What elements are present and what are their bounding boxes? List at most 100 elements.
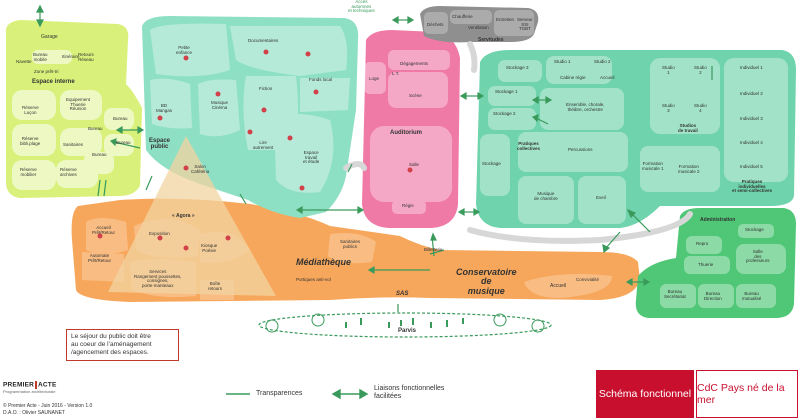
rooms-auditorium bbox=[364, 50, 452, 214]
label-salle-professeurs: Salle des professeurs bbox=[746, 249, 770, 264]
label-reserve-mobilier: Réserve mobilier bbox=[20, 167, 37, 177]
label-lire-autrement: Lire autrement bbox=[253, 140, 274, 150]
label-reserve-biblio: Réserve bibli.plage bbox=[20, 136, 41, 146]
label-musique-cinema: Musique Cinéma bbox=[211, 100, 229, 110]
label-studio-a: Studio 1 bbox=[662, 65, 675, 75]
label-automate: Automate Prêt/Retour bbox=[88, 253, 112, 263]
label-ensemble: Ensemble, chorale, théâtre, orchestre bbox=[566, 102, 605, 112]
label-bureau-mobile: Bureau mobile bbox=[33, 52, 48, 62]
label-billetterie: Billetterie bbox=[424, 247, 443, 252]
logo-right: ACTE bbox=[38, 381, 57, 389]
transparence-marks bbox=[97, 163, 445, 255]
label-bureau-direction: Bureau Direction bbox=[704, 291, 722, 301]
label-reserve-archives: Réserve archives bbox=[60, 167, 77, 177]
schema-title: Schéma fonctionnel bbox=[598, 388, 692, 400]
label-individuel-1: Individuel 1 bbox=[740, 65, 763, 70]
label-sas: SAS bbox=[396, 291, 409, 297]
label-fiction: Fiction bbox=[259, 86, 273, 91]
label-reserve-lucon: Réserve Luçon bbox=[22, 105, 39, 115]
label-studio-c: Studio 3 bbox=[662, 103, 675, 113]
conservatoire-title: Conservatoire de musique bbox=[456, 267, 517, 296]
label-stockage-pole: Stockage bbox=[482, 161, 501, 166]
label-pratiques-individuelles: Pratiques individuelles et semi-collecti… bbox=[732, 179, 773, 194]
client-title: CdC Pays né de la mer bbox=[697, 382, 785, 406]
servitudes-title: Servitudes bbox=[478, 37, 504, 43]
label-regie: Régie bbox=[402, 203, 414, 208]
logo-sub: Programmation architecturale bbox=[3, 389, 56, 394]
label-musique-chambre: Musique de chambre bbox=[534, 191, 558, 201]
label-stockage-1: Stockage 1 bbox=[495, 89, 518, 94]
label-accueil-conservatoire: Accueil bbox=[600, 75, 615, 80]
label-accueil-pret: Accueil Prêt/Retour bbox=[92, 225, 116, 235]
label-accueil-main: Accueil bbox=[550, 283, 567, 289]
label-studio-2: Studio 2 bbox=[594, 59, 611, 64]
rooms-public bbox=[150, 23, 350, 193]
parvis-oval bbox=[258, 312, 552, 338]
rooms-servitudes bbox=[424, 10, 534, 36]
label-convivialite: Convivialité bbox=[576, 277, 600, 282]
label-studio-1: Studio 1 bbox=[554, 59, 571, 64]
parvis-figures bbox=[265, 313, 545, 333]
label-bureau-mutualise: Bureau mutualisé bbox=[742, 291, 762, 301]
label-bd-mangas: BD Mangas bbox=[156, 103, 173, 113]
label-portiques: Portiques anti-vol bbox=[296, 277, 331, 282]
label-equipement: Equipement Thuerie Réunion bbox=[66, 97, 91, 112]
label-entretien: Entretien bbox=[496, 17, 515, 22]
label-formation-2: Formation musicale 2 bbox=[678, 164, 700, 174]
administration-title: Administration bbox=[700, 217, 736, 223]
label-degagements: Dégagements bbox=[400, 61, 429, 66]
activity-dots bbox=[97, 49, 413, 251]
mediatheque-title: Médiathèque bbox=[296, 257, 352, 267]
label-acces-autonomes: Accès automnes et techniques bbox=[348, 0, 375, 14]
label-lt: L.T. bbox=[392, 71, 400, 76]
label-studio-d: Studio 4 bbox=[694, 103, 707, 113]
label-individuel-5: Individuel 5 bbox=[740, 164, 763, 169]
label-ventilation: Ventilation bbox=[468, 25, 489, 30]
zone-servitudes bbox=[420, 6, 539, 43]
espace-interne-title: Espace interne bbox=[32, 79, 75, 85]
logo-bar bbox=[35, 381, 38, 389]
logo-left: PREMIER bbox=[3, 381, 35, 389]
label-loge: Loge bbox=[369, 76, 380, 81]
credits: © Premier Acte - Juin 2016 - Version 1.0… bbox=[3, 403, 93, 416]
label-kiosque: Kiosque Poésie bbox=[201, 243, 218, 253]
espace-public-title: Espace public bbox=[149, 138, 171, 151]
label-espace-travail: Espace travail et étude bbox=[303, 150, 320, 165]
label-retours-reseau: Retours Réseau bbox=[78, 52, 94, 62]
corridor bbox=[343, 41, 693, 244]
label-individuel-3: Individuel 3 bbox=[740, 116, 763, 121]
rooms-admin bbox=[660, 224, 786, 308]
label-garage: Garage bbox=[41, 34, 58, 40]
label-individuel-4: Individuel 4 bbox=[740, 140, 763, 145]
label-scene: Scène bbox=[409, 93, 422, 98]
label-agora: « Agora » bbox=[172, 213, 195, 219]
schema-title-block: Schéma fonctionnel bbox=[596, 370, 694, 418]
label-bureau-secretariat: Bureau Secrétariat bbox=[664, 289, 686, 299]
transparency-triangle bbox=[108, 136, 276, 296]
zone-administration bbox=[635, 208, 796, 318]
label-sanitaires-publics: Sanitaires publics bbox=[340, 239, 361, 249]
label-studio-b: Studio 2 bbox=[694, 65, 707, 75]
label-bureau-2: Bureau bbox=[113, 116, 128, 121]
label-stockage-3: Stockage 3 bbox=[506, 65, 529, 70]
note-box: Le séjour du public doit être au coeur d… bbox=[66, 329, 179, 361]
rooms-interne bbox=[12, 50, 134, 190]
liaison-arrows bbox=[36, 4, 713, 312]
label-percussions: Percussions bbox=[568, 147, 593, 152]
label-pratiques-collectives: Pratiques collectives bbox=[517, 141, 541, 151]
label-cabine-regie: Cabine régie bbox=[560, 75, 586, 80]
label-formation-1: Formation musicale 1 bbox=[642, 161, 664, 171]
label-dechets: Déchets bbox=[427, 22, 444, 27]
label-chaufferie: Chaufferie bbox=[452, 14, 473, 19]
zone-pole-conservatoire bbox=[476, 50, 796, 228]
label-exposition: Exposition bbox=[149, 231, 170, 236]
legend-liaisons-symbol bbox=[331, 388, 369, 400]
label-sanitaires-interne: Sanitaires bbox=[63, 142, 84, 147]
label-repro: Repro bbox=[696, 241, 709, 246]
zone-auditorium bbox=[362, 30, 460, 228]
label-petite-enfance: Petite enfance bbox=[176, 45, 193, 55]
label-stockage-admin: Stockage bbox=[745, 227, 764, 232]
